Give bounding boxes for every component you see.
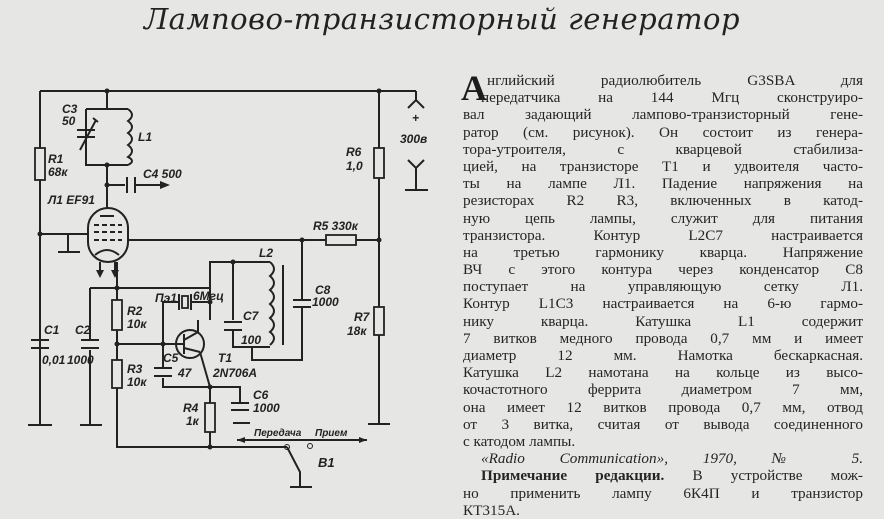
label-c8-value: 1000	[312, 295, 339, 309]
resistor-r7	[373, 306, 385, 336]
article-line: резисторах R2 R3, включенных в катод-	[463, 192, 863, 210]
editor-note-line: Примечание редакции. В устройстве мож-	[463, 467, 863, 484]
capacitors	[31, 117, 311, 425]
label-t1-type: 2N706A	[212, 366, 257, 380]
label-r1: R1	[48, 152, 64, 166]
article-line: ную цепь лампы, служит для питания	[463, 209, 863, 227]
label-r2-value: 10к	[127, 317, 147, 331]
editor-note-line: КТ315А.	[463, 501, 520, 519]
article-line: от 3 витка, считая от вывода соединенног…	[463, 415, 863, 433]
label-tube: Л1 EF91	[47, 193, 95, 207]
label-c1-value: 0,01	[42, 353, 66, 367]
label-r6-value: 1,0	[346, 159, 363, 173]
label-crystal-freq: 6Мгц	[193, 289, 224, 303]
article-line: Контур L1C3 настраивается на 6-ю гармо-	[463, 295, 863, 313]
resistor-r2	[111, 299, 123, 331]
drop-cap: А	[461, 68, 487, 108]
resistor-r1	[34, 147, 46, 181]
label-r5: R5 330к	[313, 219, 359, 233]
resistor-r6	[373, 147, 385, 179]
article-line: кочастотного феррита диаметром 7 мм,	[463, 381, 863, 399]
resistor-r4	[204, 402, 216, 433]
article-line: тора-утроителя, с кварцевой стабилиза-	[463, 140, 863, 158]
label-c5-value: 47	[177, 366, 193, 380]
label-r3: R3	[127, 362, 143, 376]
label-l2: L2	[259, 246, 273, 260]
coil-l2	[268, 261, 275, 346]
resistor-r3	[111, 359, 123, 389]
label-receive: Прием	[315, 428, 348, 439]
label-c6-value: 1000	[253, 401, 280, 415]
label-crystal: Пэ1	[155, 291, 177, 305]
article-line: ты на лампе Л1. Падение напряжения на	[463, 175, 863, 193]
label-transmit: Передача	[254, 428, 302, 439]
label-c2: C2	[75, 323, 91, 337]
article-line: поступает на управляющую сетку Л1.	[463, 278, 863, 296]
label-c7: C7	[243, 309, 260, 323]
label-r2: R2	[127, 304, 143, 318]
coil-l1	[126, 108, 133, 166]
label-c2-value: 1000	[67, 353, 94, 367]
article-line: с катодом лампы.	[463, 432, 576, 450]
label-b1: B1	[318, 455, 335, 470]
circuit-schematic: C3 50 L1 R1 68к C4 500 Л1 EF91 R6 1,0 + …	[28, 88, 428, 488]
label-c8: C8	[315, 283, 331, 297]
wires	[39, 90, 417, 487]
label-r4-value: 1к	[186, 414, 200, 428]
article-line: на третью гармонику кварца. Напряжение	[463, 243, 863, 261]
label-c1: C1	[44, 323, 60, 337]
article-line: вал задающий лампово-транзисторный гене-	[463, 106, 863, 124]
editor-note-line: но применить лампу 6К4П и транзистор	[463, 484, 863, 502]
label-c4: C4 500	[143, 167, 182, 181]
label-supply: 300в	[400, 132, 427, 146]
article-source: «Radio Communication», 1970, № 5.	[481, 450, 863, 468]
label-r3-value: 10к	[127, 375, 147, 389]
label-c6: C6	[253, 388, 269, 402]
label-c5: C5	[163, 351, 179, 365]
article-line: передатчика на 144 Мгц сконструиро-	[481, 89, 863, 107]
label-r7: R7	[354, 310, 371, 324]
article-line: цией, на транзисторе T1 и удвоителя част…	[463, 157, 863, 175]
label-r4: R4	[183, 401, 199, 415]
article-line: 7 витков медного провода 0,7 мм и имеет	[463, 329, 863, 347]
label-c7-value: 100	[241, 333, 261, 347]
article-line: она имеет 12 витков провода 0,7 мм, отво…	[463, 398, 863, 416]
editor-note-label: Примечание редакции.	[481, 467, 665, 485]
article-title: Лампово-транзисторный генератор	[143, 2, 741, 36]
article-line: Катушка L2 намотана на кольце из высо-	[463, 364, 863, 382]
label-c3-value: 50	[62, 114, 76, 128]
label-r6: R6	[346, 145, 362, 159]
article-line: транзистора. Контур L2C7 настраивается	[463, 226, 863, 244]
transistor-t1	[175, 320, 205, 359]
vacuum-tube	[87, 207, 129, 278]
article-line: диаметр 12 мм. Намотка бескаркасная.	[463, 347, 863, 364]
article-line: нику кварца. Катушка L1 содержит	[463, 312, 863, 330]
article-line: ВЧ с этого контура через конденсатор C8	[463, 261, 863, 279]
label-c3: C3	[62, 102, 78, 116]
label-plus: +	[412, 111, 419, 125]
label-l1: L1	[138, 130, 152, 144]
junction-dots	[37, 88, 382, 450]
editor-note-text: В устройстве мож-	[692, 467, 864, 485]
label-r1-value: 68к	[48, 165, 68, 179]
label-r7-value: 18к	[347, 324, 367, 338]
label-t1: T1	[218, 351, 232, 365]
resistor-r5	[325, 234, 357, 246]
crystal	[181, 295, 189, 309]
article-line: нглийский радиолюбитель G3SBA для	[487, 72, 863, 89]
article-line: ратор (см. рисунок). Он состоит из генер…	[463, 123, 863, 141]
